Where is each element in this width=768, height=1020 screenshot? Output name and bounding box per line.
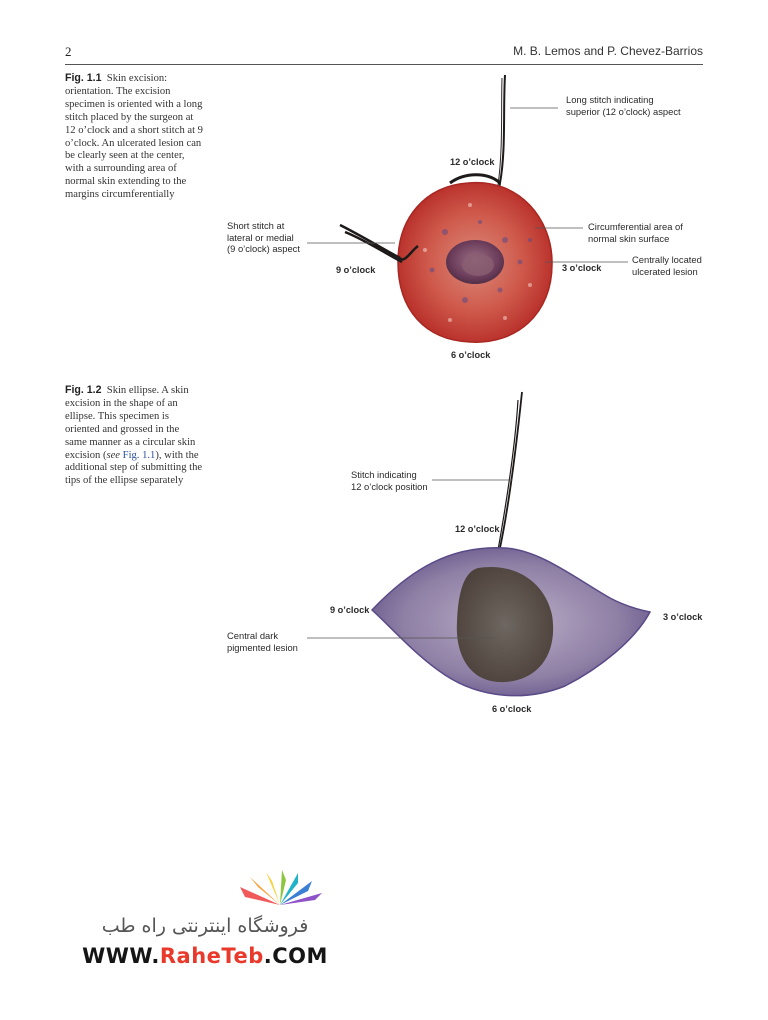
figure-1-label: Fig. 1.1: [65, 72, 102, 84]
label-f1-3-oclock: 3 o’clock: [562, 263, 602, 273]
ellipse-specimen: [370, 547, 652, 697]
pigmented-lesion: [456, 566, 554, 683]
label-f1-6-oclock: 6 o’clock: [451, 350, 491, 360]
label-pigmented-lesion: Central dark pigmented lesion: [227, 630, 298, 653]
label-f1-9-oclock: 9 o’clock: [336, 265, 376, 275]
label-f2-9-oclock: 9 o’clock: [330, 605, 370, 615]
running-head: M. B. Lemos and P. Chevez-Barrios: [513, 44, 703, 58]
label-f1-12-oclock: 12 o’clock: [450, 157, 495, 167]
long-stitch-thread: [497, 74, 506, 197]
ellipse-stitch-thread: [499, 391, 523, 549]
figure-2-caption-see: see: [106, 449, 121, 461]
header-rule: [65, 64, 703, 65]
label-short-stitch: Short stitch at lateral or medial (9 o’c…: [227, 220, 300, 255]
figure-2-caption-text-2: ), with the additional step of submittin…: [65, 449, 203, 487]
ulcerated-lesion: [446, 240, 504, 284]
label-f2-6-oclock: 6 o’clock: [492, 704, 532, 714]
page-number: 2: [65, 44, 72, 59]
watermark-url: WWW.RaheTeb.COM: [82, 944, 328, 968]
round-specimen: [397, 181, 553, 343]
watermark-persian: فروشگاه اینترنتی راه طب: [101, 915, 309, 937]
page-header: 2 M. B. Lemos and P. Chevez-Barrios: [65, 44, 703, 64]
figure-2-caption: Fig. 1.2 Skin ellipse. A skin excision i…: [65, 384, 203, 488]
figure-2-caption-text-1: Skin ellipse. A skin excision in the sha…: [65, 385, 196, 461]
logo-fan-icon: [240, 870, 322, 905]
figure-2-specimen: [307, 391, 652, 697]
label-f2-3-oclock: 3 o’clock: [663, 612, 703, 622]
label-circumferential: Circumferential area of normal skin surf…: [588, 221, 683, 244]
label-ulcerated-lesion: Centrally located ulcerated lesion: [632, 254, 702, 277]
figure-1-caption-text: Skin excision: orientation. The excision…: [65, 73, 203, 201]
label-f2-12-oclock: 12 o’clock: [455, 524, 500, 534]
top-stitch-knot: [449, 173, 502, 185]
figure-1-caption: Fig. 1.1 Skin excision: orientation. The…: [65, 72, 203, 202]
figure-2-label: Fig. 1.2: [65, 384, 102, 396]
label-long-stitch: Long stitch indicating superior (12 o’cl…: [566, 94, 681, 117]
short-stitch-thread: [339, 223, 403, 264]
label-stitch-12: Stitch indicating 12 o’clock position: [351, 469, 428, 492]
figure-2-caption-ref[interactable]: Fig. 1.1: [122, 449, 156, 461]
